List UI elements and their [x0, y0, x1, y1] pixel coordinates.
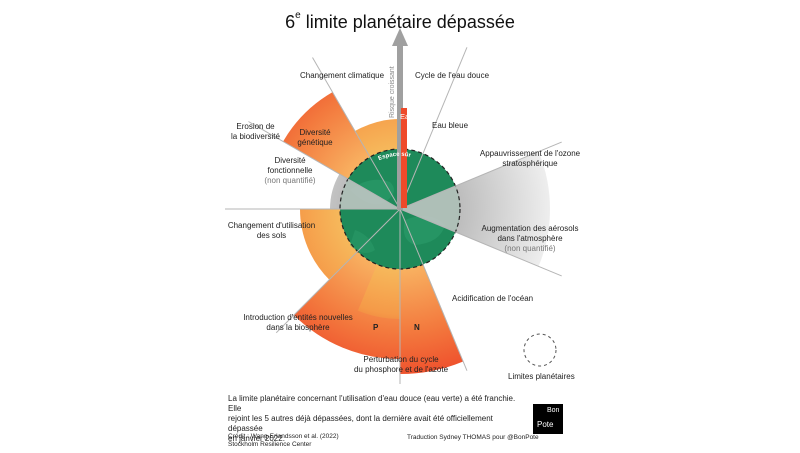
- risk-arrow-shaft: [397, 40, 403, 210]
- spoke-line: [399, 141, 562, 210]
- overlay-functional-diversity: [340, 179, 400, 209]
- spoke-line: [399, 208, 562, 277]
- label-aerosols: Augmentation des aérosols dans l'atmosph…: [481, 224, 579, 253]
- spoke-line: [275, 208, 401, 334]
- label-climate: Changement climatique: [300, 71, 385, 80]
- legend-label: Limites planétaires: [508, 372, 575, 381]
- credit: Crédit : Wang-Erlandsson et al. (2022) S…: [228, 433, 339, 448]
- label-novel-entities: Introduction d'entités nouvelles dans la…: [243, 313, 353, 332]
- label-ozone: Appauvrissement de l'ozone stratosphériq…: [479, 149, 581, 168]
- footer-text: La limite planétaire concernant l'utilis…: [228, 394, 516, 443]
- risk-arrow-head: [392, 28, 408, 46]
- label-land-use: Changement d'utilisation des sols: [227, 221, 316, 240]
- label-freshwater: Cycle de l'eau douce: [415, 71, 490, 80]
- label-biochemical: Perturbation du cycle du phosphore et de…: [353, 355, 449, 374]
- label-functional-diversity: Diversité fonctionnelle (non quantifié): [264, 156, 316, 185]
- spoke-line: [399, 47, 468, 210]
- label-genetic-diversity: Diversité génétique: [297, 128, 333, 147]
- label-blue-water: Eau bleue: [432, 121, 469, 130]
- spoke-line: [399, 208, 468, 371]
- bonpote-logo: Bon Pote: [533, 404, 563, 434]
- spoke-line: [312, 57, 401, 210]
- spoke-line: [248, 121, 401, 210]
- label-acidification: Acidification de l'océan: [452, 294, 534, 303]
- translation-credit: Traduction Sydney THOMAS pour @BonPote: [407, 434, 539, 441]
- safe-space-label: Espace sûr: [378, 152, 412, 162]
- label-green-water: Eau verte: [400, 112, 433, 121]
- legend-boundary-icon: [523, 333, 557, 367]
- label-biodiversity-erosion: Erosion de la biodiversité: [231, 122, 280, 141]
- wedge-aerosols: [400, 151, 550, 267]
- page-title: 6e limite planétaire dépassée: [285, 10, 515, 32]
- risk-arrow-label: Risque croissant: [389, 66, 396, 118]
- label-phosphorus: P: [373, 323, 379, 332]
- green-water-wedge: [401, 108, 407, 208]
- overlay-aerosols: [400, 186, 460, 232]
- label-nitrogen: N: [414, 323, 420, 332]
